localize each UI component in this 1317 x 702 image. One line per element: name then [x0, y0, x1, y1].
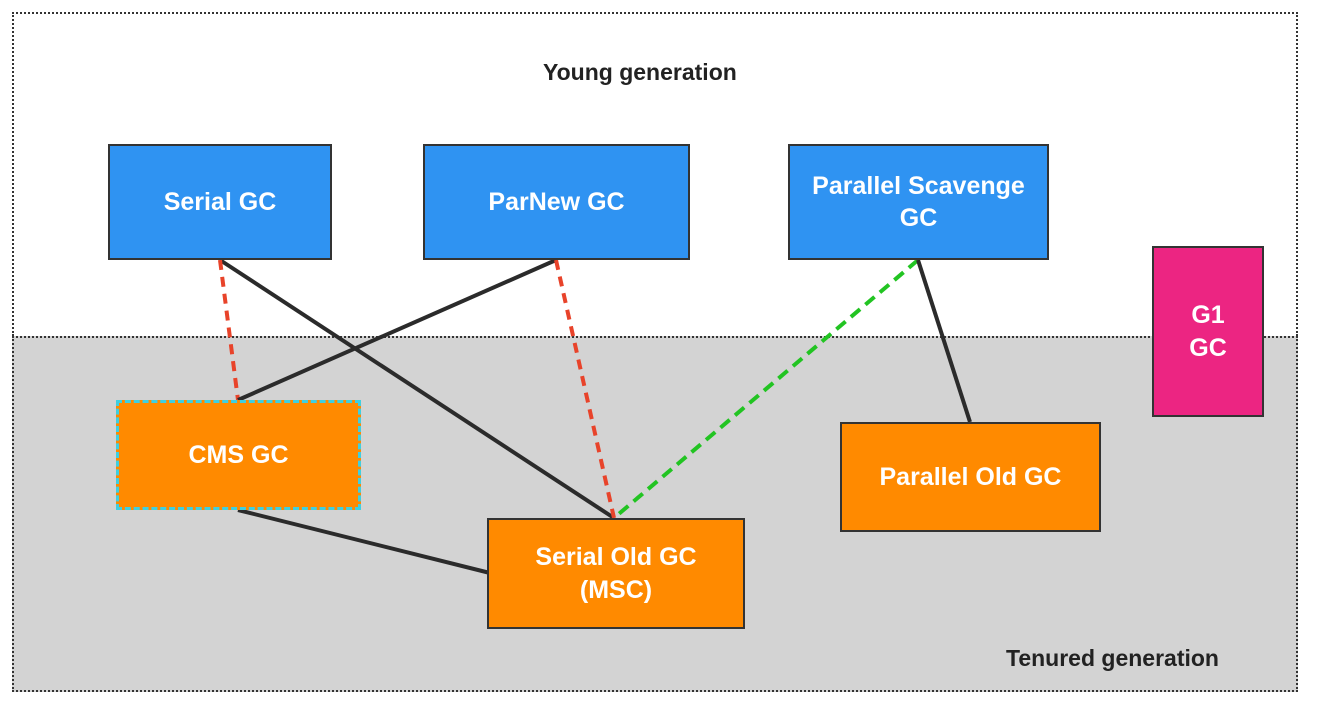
parallel-scavenge-label-line2: GC: [899, 204, 938, 232]
g1-label-line1: G1: [1191, 301, 1225, 329]
serial-gc-label: Serial GC: [163, 187, 277, 216]
tenured-generation-label: Tenured generation: [1006, 645, 1219, 671]
parallel-scavenge-gc-node: Parallel Scavenge GC: [788, 144, 1049, 260]
serial-old-gc-node: Serial Old GC (MSC): [487, 518, 745, 629]
parnew-gc-label: ParNew GC: [488, 187, 625, 216]
serial-old-label-line1: Serial Old GC: [535, 543, 697, 571]
link-parallel-scavenge-to-serial-old: [612, 258, 920, 520]
g1-gc-node: G1 GC: [1152, 246, 1264, 417]
serial-gc-node: Serial GC: [108, 144, 332, 260]
parallel-old-gc-node: Parallel Old GC: [840, 422, 1101, 532]
link-parallel-scavenge-to-parallel-old: [916, 259, 972, 423]
g1-label-line2: GC: [1189, 333, 1227, 362]
young-generation-label: Young generation: [543, 59, 737, 85]
link-cms-to-serial-old: [237, 508, 491, 575]
link-parnew-to-serial-old: [554, 259, 616, 519]
parallel-old-gc-label: Parallel Old GC: [879, 462, 1062, 491]
link-parnew-to-cms: [237, 258, 557, 402]
cms-gc-node: CMS GC: [116, 400, 361, 510]
link-serial-to-serial-old: [218, 258, 616, 520]
parnew-gc-node: ParNew GC: [423, 144, 690, 260]
parallel-scavenge-label-line1: Parallel Scavenge: [812, 171, 1025, 200]
cms-gc-label: CMS GC: [188, 440, 289, 469]
serial-old-label-line2: (MSC): [579, 575, 653, 604]
link-serial-to-cms: [218, 259, 240, 401]
